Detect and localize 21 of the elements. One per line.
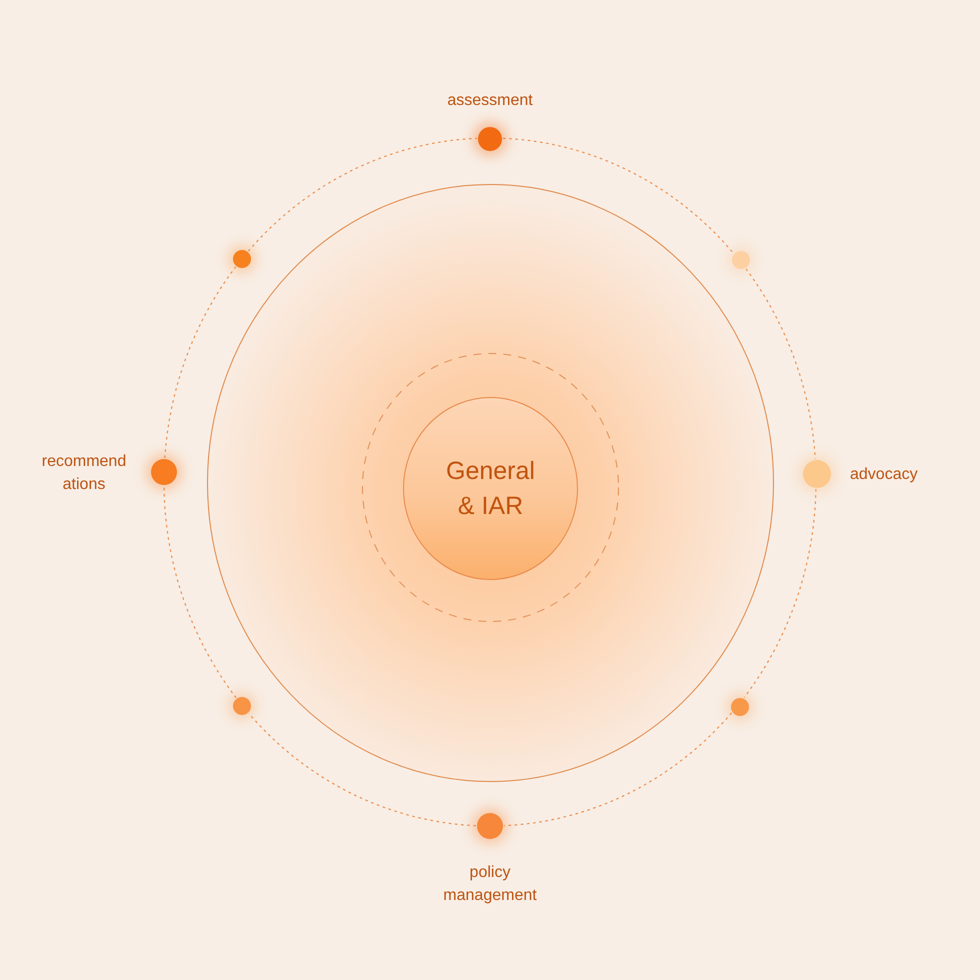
dot-label: policy management (442, 863, 538, 906)
dotted-orbit-arc (164, 266, 236, 458)
node-label: General & IAR (445, 456, 536, 522)
dotted-orbit-arc (744, 488, 816, 698)
dot-icon (233, 697, 251, 715)
dot-label: assessment (446, 91, 534, 111)
dot-icon (151, 459, 177, 485)
dotted-orbit-arc (163, 486, 237, 698)
dotted-orbit-arc (248, 713, 476, 826)
dot-icon (233, 250, 251, 268)
dot-icon (803, 460, 831, 488)
dot-icon (478, 127, 502, 151)
dot-label: advocacy (850, 465, 919, 485)
dotted-orbit-arc (504, 712, 732, 826)
dot-icon (732, 251, 750, 269)
dot-icon (477, 813, 503, 839)
dot-label: recommend ations (40, 452, 128, 495)
dotted-orbit-arc (502, 138, 734, 254)
dotted-orbit-arc (746, 268, 816, 460)
dot-icon (731, 698, 749, 716)
dotted-orbit-arc (248, 138, 478, 252)
